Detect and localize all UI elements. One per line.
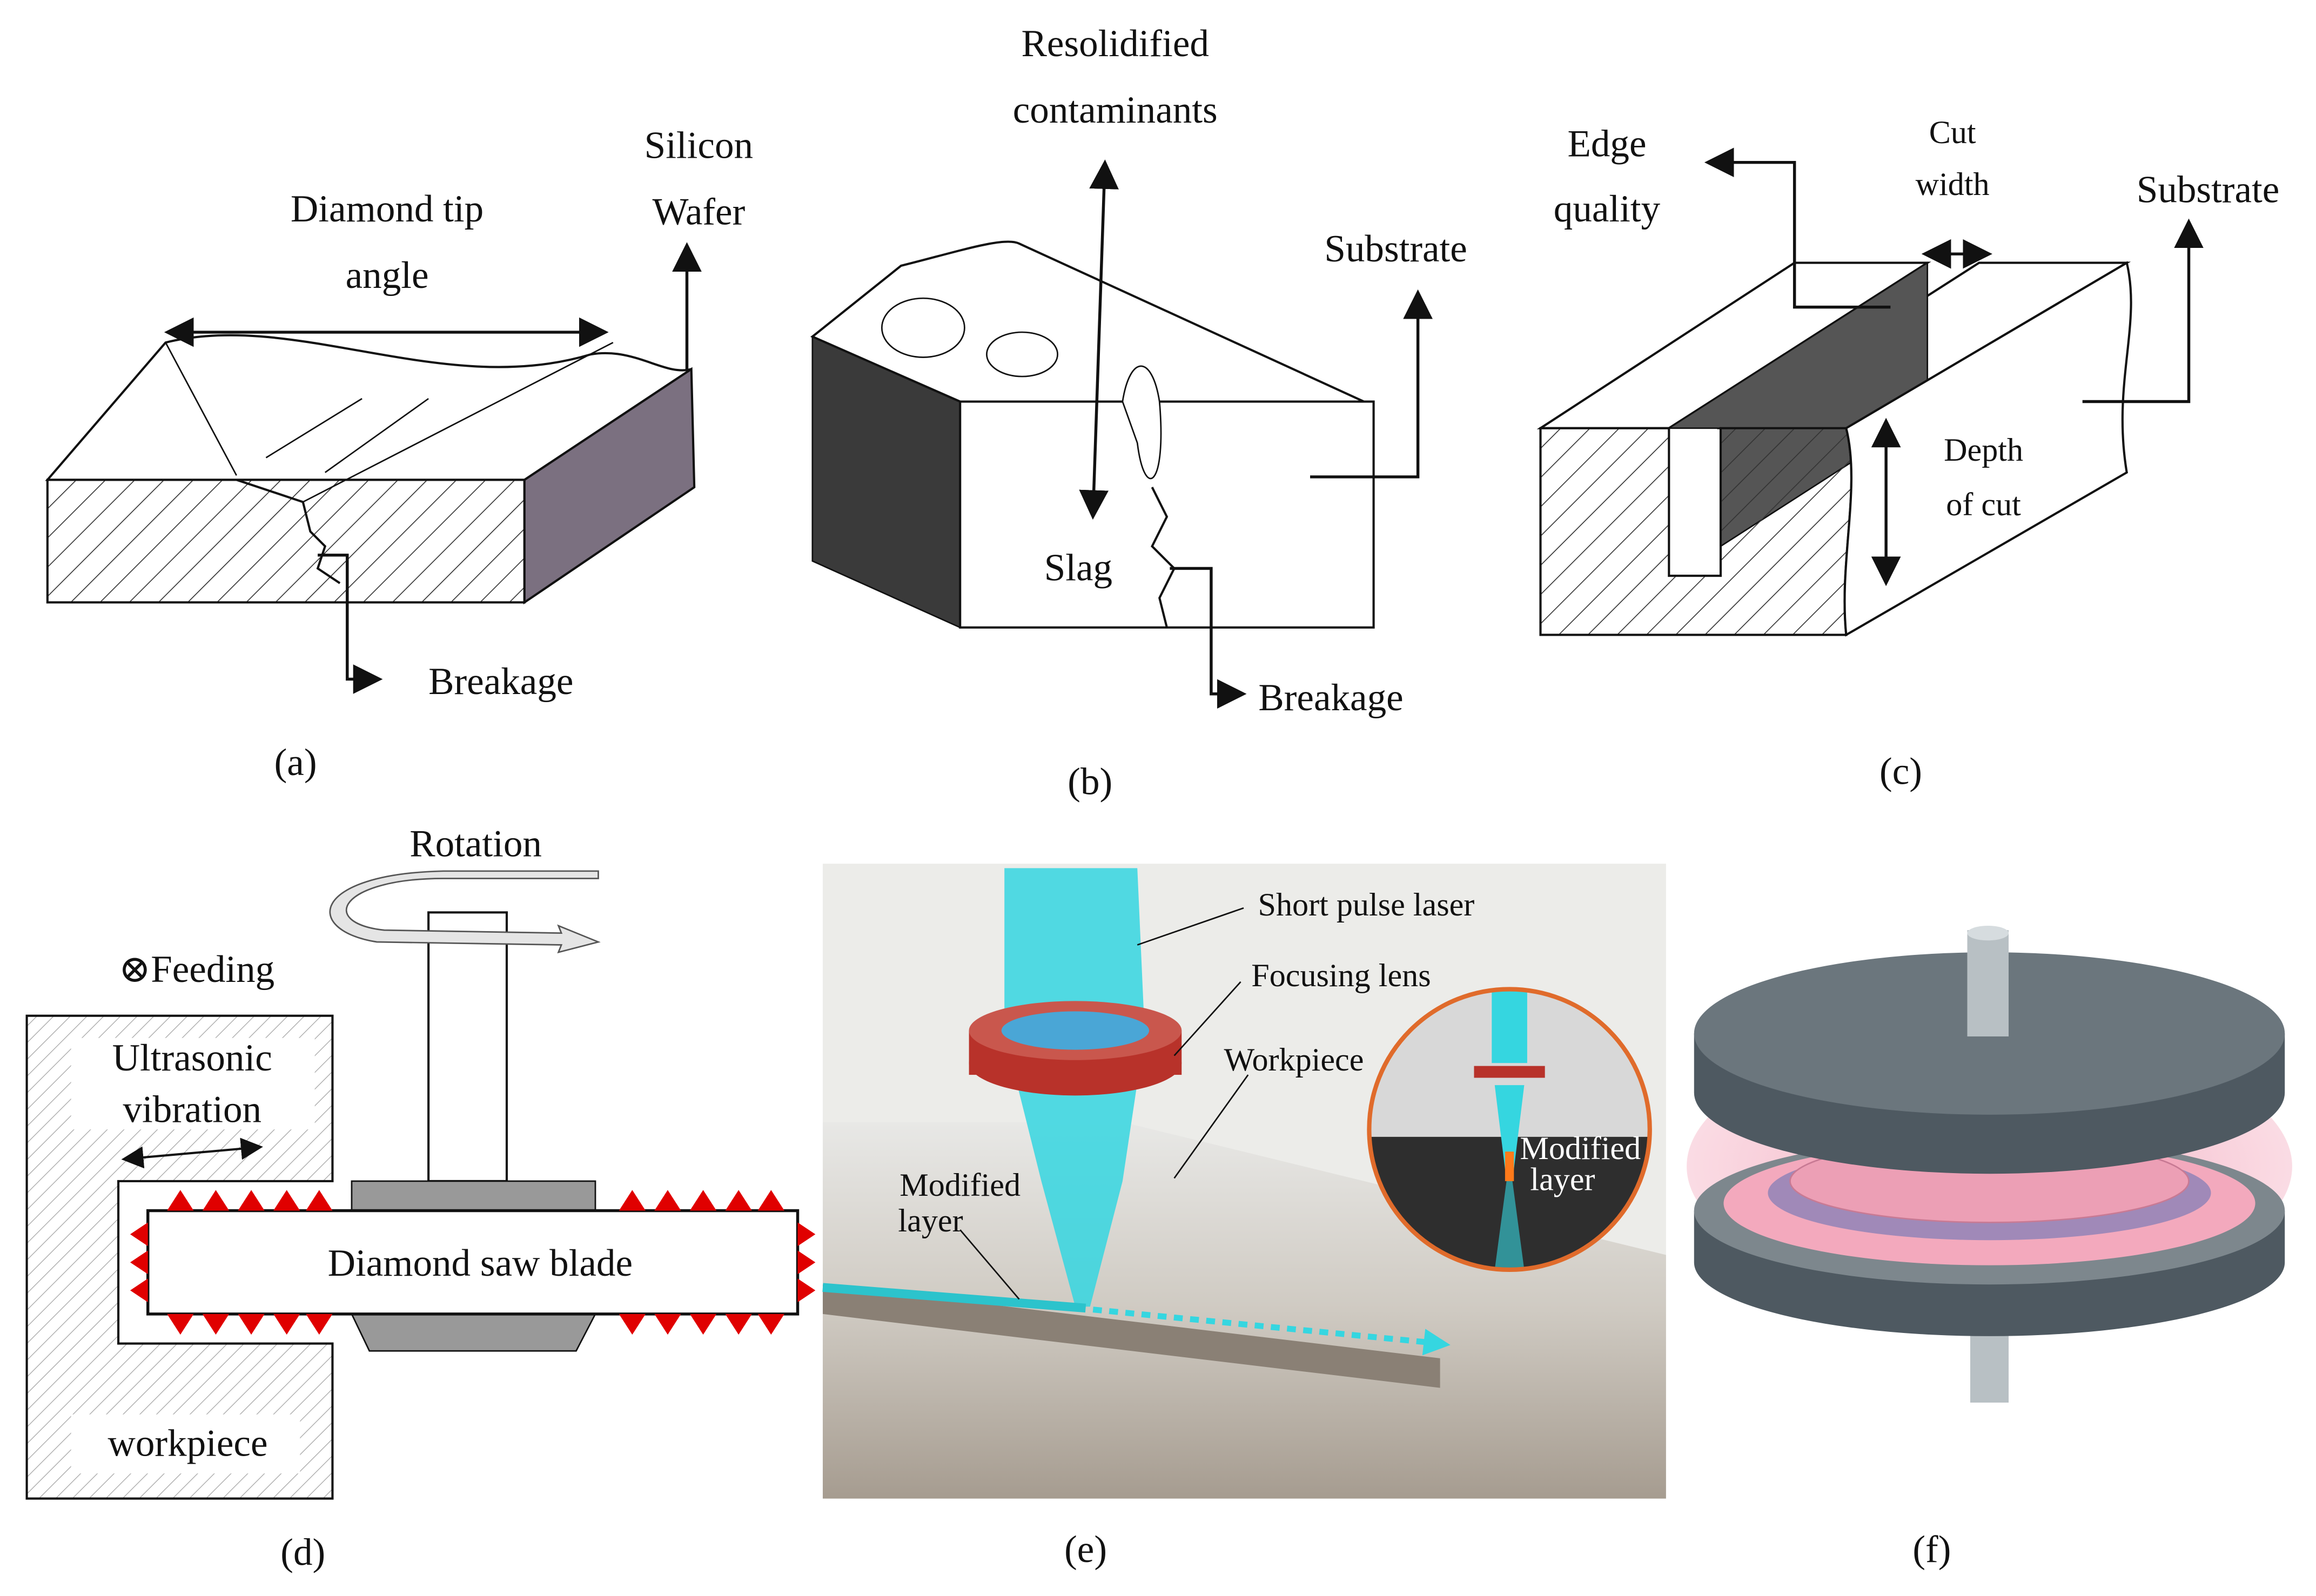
grit-triangle xyxy=(273,1190,300,1211)
grit-triangle xyxy=(797,1250,816,1275)
grit-triangle xyxy=(725,1314,752,1335)
ultrasonic-label-1: Ultrasonic xyxy=(112,1037,272,1079)
grit-triangle xyxy=(689,1314,717,1335)
breakage-arrow-b xyxy=(1170,567,1247,709)
upper-rod xyxy=(1967,930,2009,1036)
panel-d: Rotation ⊗Feeding Ultrasonic vibration D… xyxy=(25,823,816,1574)
grit-triangle xyxy=(619,1314,646,1335)
substrate-arrow xyxy=(1310,289,1433,479)
panel-f: (f) xyxy=(1687,925,2292,1571)
grit-triangle xyxy=(306,1314,333,1335)
modified-label-2: layer xyxy=(898,1203,963,1239)
grit-triangle xyxy=(725,1190,752,1211)
workpiece-label-d: workpiece xyxy=(108,1422,268,1464)
contaminants-arrow xyxy=(1079,159,1119,520)
contaminants-label-1: Resolidified xyxy=(1022,23,1209,65)
caption-d: (d) xyxy=(280,1532,325,1574)
substrate-side-face xyxy=(1843,261,2132,637)
wafer-side-face xyxy=(523,367,696,605)
wafer-label-1: Silicon xyxy=(645,124,753,166)
breakage-label: Breakage xyxy=(428,661,573,703)
grit-triangle xyxy=(797,1222,816,1247)
grit-triangle xyxy=(654,1190,681,1211)
grit-triangle xyxy=(130,1250,148,1275)
crack xyxy=(236,479,341,584)
diamond-grits xyxy=(130,1190,816,1335)
edge-quality-arrow xyxy=(1704,147,1891,309)
grit-triangle xyxy=(689,1190,717,1211)
substrate-label-c: Substrate xyxy=(2137,169,2279,211)
grit-triangle xyxy=(757,1190,784,1211)
edge-label-1: Edge xyxy=(1568,123,1647,165)
grit-triangle xyxy=(619,1190,646,1211)
workpiece-label-e: Workpiece xyxy=(1224,1042,1364,1078)
rotation-arrow xyxy=(329,870,601,954)
depth-label-2: of cut xyxy=(1946,487,2021,523)
edge-label-2: quality xyxy=(1554,188,1661,230)
grit-triangle xyxy=(130,1278,148,1303)
grit-triangle xyxy=(202,1190,230,1211)
grit-triangle xyxy=(797,1278,816,1303)
lens-label: Focusing lens xyxy=(1251,958,1431,994)
grit-triangle xyxy=(130,1222,148,1247)
panel-b: Resolidified contaminants Substrate Slag… xyxy=(810,23,1467,803)
caption-c: (c) xyxy=(1879,751,1922,793)
panel-c: Edge quality Cut width Substrate Depth o… xyxy=(1536,115,2279,793)
shaft xyxy=(427,911,508,1182)
tip-angle-label-2: angle xyxy=(346,254,429,297)
breakage-label-b: Breakage xyxy=(1258,677,1403,719)
diamond-saw-blade xyxy=(146,1209,800,1316)
substrate-front-face xyxy=(1539,427,1853,636)
laser-label: Short pulse laser xyxy=(1258,887,1475,923)
caption-e: (e) xyxy=(1064,1528,1107,1571)
hub-bottom xyxy=(350,1313,597,1352)
grit-triangle xyxy=(757,1314,784,1335)
depth-label-1: Depth xyxy=(1944,432,2023,468)
breakage-arrow xyxy=(318,554,383,694)
cut-width-label-1: Cut xyxy=(1929,115,1976,151)
wafer-label-2: Wafer xyxy=(652,191,745,233)
grit-triangle xyxy=(167,1190,194,1211)
inset-modified-label-1: Modified xyxy=(1520,1130,1641,1167)
rotation-label: Rotation xyxy=(410,823,542,865)
panel-a: Diamond tip angle Silicon Wafer Breakage… xyxy=(45,124,753,784)
panel-e: Short pulse laser Focusing lens Workpiec… xyxy=(822,864,1666,1571)
grit-triangle xyxy=(306,1190,333,1211)
workpiece xyxy=(25,1014,334,1500)
grit-triangle xyxy=(238,1314,265,1335)
substrate-arrow-c xyxy=(2082,218,2204,403)
grit-triangle xyxy=(654,1314,681,1335)
slag-groove xyxy=(1122,365,1162,480)
blade-label: Diamond saw blade xyxy=(328,1242,633,1284)
ultrasonic-label-2: vibration xyxy=(123,1089,261,1131)
grit-triangle xyxy=(202,1314,230,1335)
hub-top xyxy=(351,1180,596,1211)
vibration-arrow xyxy=(121,1137,263,1169)
caption-a: (a) xyxy=(274,742,317,784)
caption-f: (f) xyxy=(1912,1528,1951,1571)
slag-label: Slag xyxy=(1044,547,1112,589)
grit-triangle xyxy=(238,1190,265,1211)
caption-b: (b) xyxy=(1068,761,1112,803)
modified-layer-track xyxy=(822,1283,1086,1313)
inset-modified-label-2: layer xyxy=(1530,1161,1595,1197)
wafer-front-face xyxy=(46,479,526,604)
contaminants-label-2: contaminants xyxy=(1013,89,1218,131)
grit-triangle xyxy=(167,1314,194,1335)
feeding-label: ⊗Feeding xyxy=(119,948,274,991)
tip-angle-label-1: Diamond tip xyxy=(291,188,484,230)
cut-width-label-2: width xyxy=(1916,166,1990,203)
modified-label-1: Modified xyxy=(899,1167,1021,1203)
substrate-label-b: Substrate xyxy=(1324,228,1467,270)
grit-triangle xyxy=(273,1314,300,1335)
